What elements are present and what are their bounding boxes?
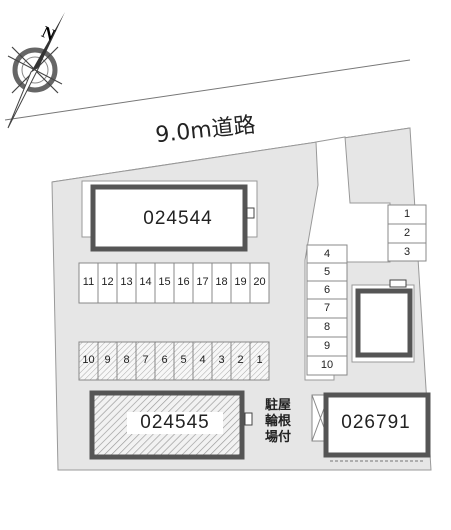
parking-slot-label: 1 <box>403 208 411 220</box>
parking-slot-label: 5 <box>323 266 331 278</box>
parking-column-dividers <box>307 262 347 357</box>
bike-parking-label-line3: 場付 <box>265 430 292 445</box>
parking-slot-label: 2 <box>403 227 411 239</box>
parking-small-dividers <box>388 223 426 244</box>
meter-icon <box>389 279 407 288</box>
parking-slot-label: 18 <box>215 276 228 288</box>
parking-slot-label: 20 <box>253 276 266 288</box>
parking-slot-label: 4 <box>323 248 331 260</box>
parking-slot-label: 3 <box>403 246 411 258</box>
road-edge-top <box>4 59 411 121</box>
parking-slot-label: 1 <box>256 354 263 366</box>
parking-slot-label: 7 <box>142 354 149 366</box>
parking-slot-label: 16 <box>177 276 190 288</box>
parking-slot-label: 15 <box>158 276 171 288</box>
parking-slot-label: 10 <box>82 354 95 366</box>
parking-row-bottom-dividers <box>97 342 251 380</box>
parking-slot-label: 11 <box>82 276 95 288</box>
parking-slot-label: 4 <box>199 354 206 366</box>
bike-parking-label-line1: 駐屋 <box>265 398 292 413</box>
parking-slot-label: 6 <box>323 284 331 296</box>
parking-slot-label: 12 <box>101 276 114 288</box>
compass-rose-north-icon <box>7 12 65 129</box>
parking-slot-label: 10 <box>320 359 334 371</box>
parking-slot-label: 17 <box>196 276 209 288</box>
meter-icon <box>246 207 255 219</box>
bike-parking-roof-label: 駐屋 輪根 場付 <box>265 398 291 446</box>
building-label-026791: 026791 <box>334 412 418 434</box>
parking-slot-label: 8 <box>323 321 331 333</box>
building-label-024545: 024545 <box>127 412 223 434</box>
parking-slot-label: 19 <box>234 276 247 288</box>
building-label-024544: 024544 <box>130 208 226 230</box>
parking-slot-label: 8 <box>123 354 130 366</box>
parking-slot-label: 9 <box>104 354 111 366</box>
parking-row-top-dividers <box>97 263 251 303</box>
annex-building <box>355 288 413 358</box>
parking-slot-label: 13 <box>120 276 133 288</box>
meter-icon <box>244 412 253 426</box>
parking-slot-label: 7 <box>323 302 331 314</box>
parking-slot-label: 3 <box>218 354 225 366</box>
bike-parking-label-line2: 輪根 <box>265 414 292 429</box>
parking-slot-label: 6 <box>161 354 168 366</box>
parking-slot-label: 9 <box>323 340 331 352</box>
parking-slot-label: 2 <box>237 354 244 366</box>
parking-slot-label: 5 <box>180 354 187 366</box>
parking-column <box>306 244 348 376</box>
parking-slot-label: 14 <box>139 276 152 288</box>
parking-small <box>387 204 427 262</box>
